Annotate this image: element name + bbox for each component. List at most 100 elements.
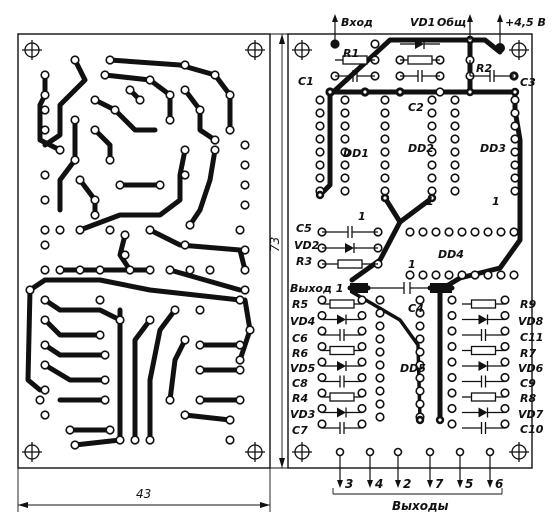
- pad: [225, 125, 235, 135]
- pad: [70, 115, 80, 125]
- pad: [315, 160, 325, 170]
- resistor-r4: [322, 392, 362, 402]
- mounting-hole-icon: [245, 442, 265, 462]
- copper-traces: [25, 57, 253, 448]
- pad: [315, 173, 325, 183]
- pad: [75, 225, 85, 235]
- arrow-down-icon: [395, 480, 401, 488]
- output-terminal: 3: [335, 447, 353, 491]
- diode-vd8: [462, 314, 505, 325]
- pad: [370, 39, 380, 49]
- pad: [40, 90, 50, 100]
- input-label: Вход: [341, 16, 373, 29]
- pad: [240, 160, 250, 170]
- input-terminal: [331, 14, 339, 48]
- pad: [180, 410, 190, 420]
- pad: [240, 200, 250, 210]
- pad: [375, 308, 385, 318]
- pad: [40, 265, 50, 275]
- pad: [357, 326, 367, 336]
- pad: [500, 357, 510, 367]
- pad: [415, 360, 425, 370]
- component-label-c4: C4: [408, 302, 424, 315]
- pad: [145, 75, 155, 85]
- pad: [145, 225, 155, 235]
- pad: [195, 365, 205, 375]
- pin-one-marker: 1: [408, 258, 416, 271]
- chip-label-dd1: DD1: [343, 147, 369, 160]
- power-terminal: [495, 14, 505, 53]
- pad: [155, 180, 165, 190]
- pad: [100, 395, 110, 405]
- pad: [357, 372, 367, 383]
- pad: [55, 145, 65, 155]
- pad: [75, 265, 85, 275]
- pad: [105, 225, 115, 235]
- pad: [415, 334, 425, 344]
- pad: [450, 134, 460, 144]
- pad: [315, 121, 325, 131]
- pad: [205, 265, 215, 275]
- mounting-hole-icon: [22, 442, 42, 462]
- diode-vd4: [322, 314, 362, 325]
- output-1-pad: [350, 283, 368, 293]
- pad: [317, 388, 327, 398]
- pad: [315, 190, 325, 200]
- pad: [40, 360, 50, 370]
- pad: [415, 386, 425, 396]
- pad: [115, 435, 125, 445]
- pad: [40, 385, 50, 395]
- pad: [340, 95, 350, 105]
- pad: [115, 180, 125, 190]
- pad: [357, 310, 367, 321]
- pad: [450, 186, 460, 196]
- pad: [40, 295, 50, 305]
- pad: [415, 399, 425, 409]
- component-label-c2: C2: [408, 101, 424, 114]
- common-terminal: [467, 14, 473, 40]
- pad: [380, 186, 390, 196]
- pad: [470, 227, 480, 237]
- height-dimension-label: 73: [268, 237, 282, 252]
- pad: [195, 105, 205, 115]
- arrow-down-icon: [337, 480, 343, 488]
- pad: [145, 265, 155, 275]
- trace-side-board: [17, 33, 271, 469]
- component-label-c1: C1: [298, 75, 314, 88]
- capacitor-c10: [462, 422, 505, 434]
- pad: [90, 125, 100, 135]
- component-label-r6: R6: [292, 347, 308, 360]
- chip-label-dd5: DD5: [400, 362, 426, 375]
- outputs-caption: Выходы: [392, 499, 449, 513]
- pad: [240, 245, 250, 255]
- pad: [427, 160, 437, 170]
- pad: [135, 95, 145, 105]
- pad: [450, 121, 460, 131]
- pad: [185, 220, 195, 230]
- pad: [40, 195, 50, 205]
- pad: [435, 87, 445, 97]
- arrow-down-icon: [487, 480, 493, 488]
- width-dimension-label: 43: [136, 487, 151, 501]
- pad: [180, 145, 190, 155]
- pad: [447, 357, 457, 367]
- pad: [447, 419, 457, 429]
- pad: [100, 375, 110, 385]
- pad: [315, 95, 325, 105]
- components: [322, 39, 514, 434]
- output-terminal: 5: [455, 447, 473, 491]
- pad: [375, 373, 385, 383]
- pad: [357, 419, 367, 429]
- pad: [427, 134, 437, 144]
- pad: [435, 415, 445, 425]
- pad: [450, 147, 460, 157]
- pad: [380, 173, 390, 183]
- output-terminal: 2: [393, 447, 411, 491]
- output-number: 5: [465, 477, 473, 491]
- pad: [55, 265, 65, 275]
- pad: [496, 270, 506, 280]
- chip-label-dd2: DD2: [408, 142, 434, 155]
- resistor-r6: [322, 345, 362, 356]
- component-label-c10: C10: [520, 423, 544, 436]
- pad: [418, 270, 428, 280]
